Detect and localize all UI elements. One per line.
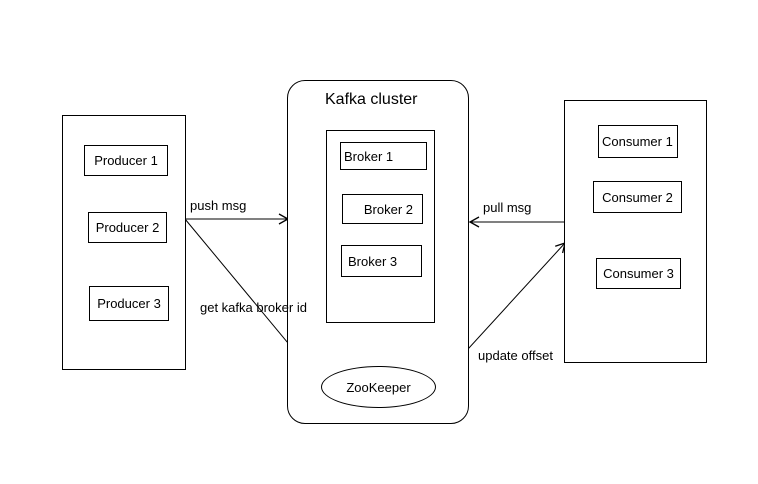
broker-3-node: Broker 3 xyxy=(341,245,422,277)
producer-3-node: Producer 3 xyxy=(89,286,169,321)
broker-2-node: Broker 2 xyxy=(342,194,423,224)
kafka-cluster-title: Kafka cluster xyxy=(325,91,418,108)
push-msg-label: push msg xyxy=(190,198,247,213)
zookeeper-node: ZooKeeper xyxy=(321,366,436,408)
update-offset-label: update offset xyxy=(478,348,553,363)
broker-1-node: Broker 1 xyxy=(340,142,427,170)
producer-1-node: Producer 1 xyxy=(84,145,168,176)
producer-2-node: Producer 2 xyxy=(88,212,167,243)
get-broker-id-label: get kafka broker id xyxy=(200,300,307,315)
consumer-2-node: Consumer 2 xyxy=(593,181,682,213)
consumer-3-node: Consumer 3 xyxy=(596,258,681,289)
consumer-1-node: Consumer 1 xyxy=(598,125,678,158)
pull-msg-label: pull msg xyxy=(483,200,532,215)
